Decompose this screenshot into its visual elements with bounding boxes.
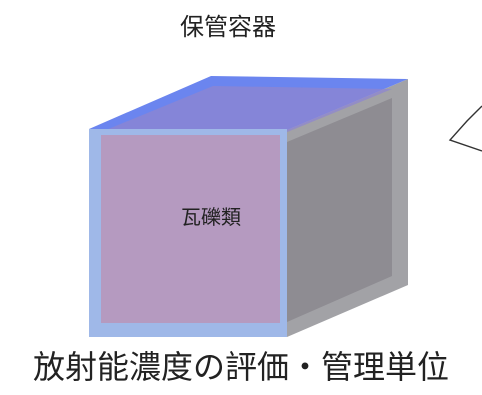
debris-side-face xyxy=(287,98,392,322)
diagram-caption: 放射能濃度の評価・管理単位 xyxy=(32,348,449,386)
container-label: 保管容器 xyxy=(180,13,276,41)
debris-label: 瓦礫類 xyxy=(181,205,241,229)
debris-front-face xyxy=(101,135,280,323)
debris-top-face xyxy=(101,86,392,135)
callout-bubble-edge xyxy=(448,105,482,152)
